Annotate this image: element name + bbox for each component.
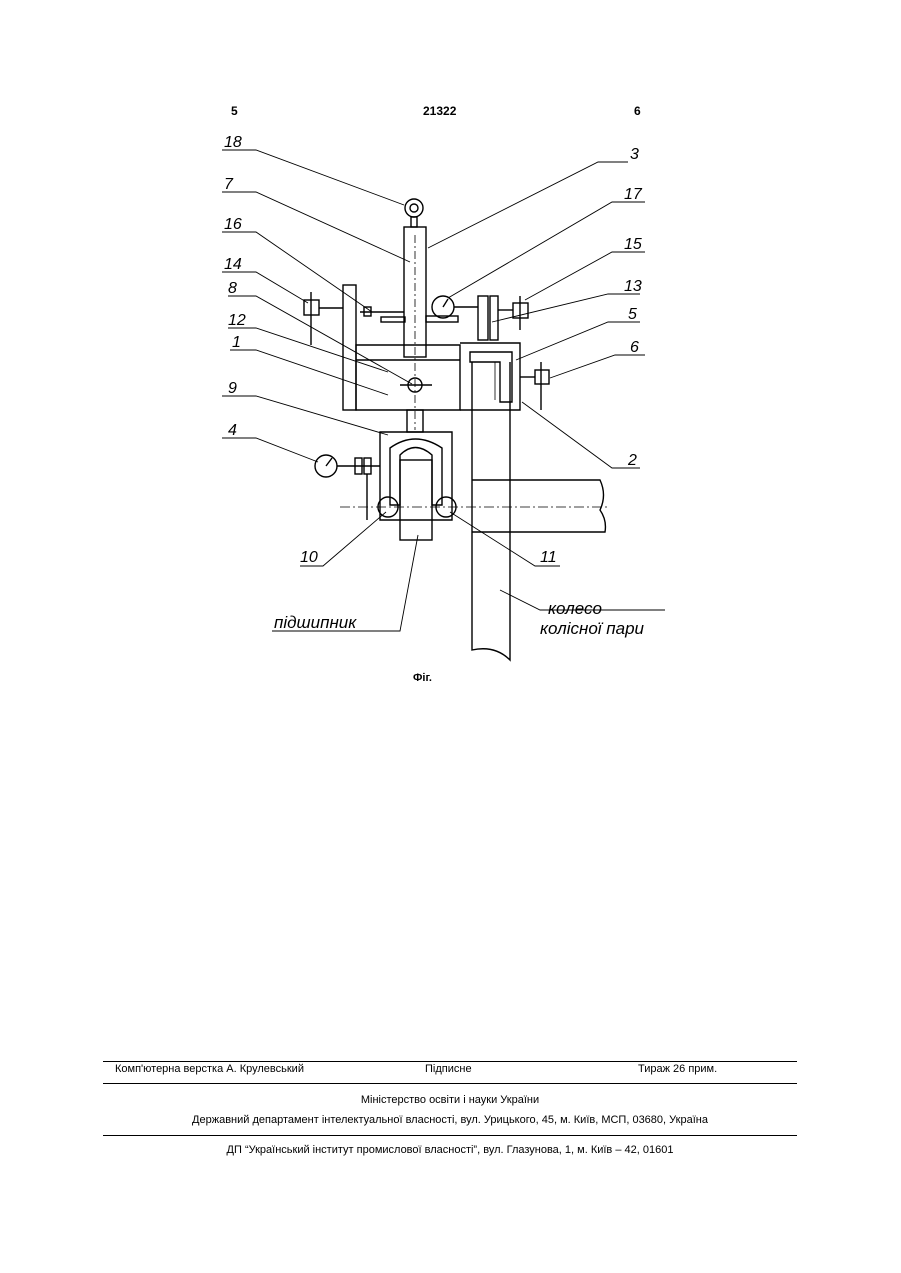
bracket-13 (478, 296, 488, 340)
publisher-line: ДП “Український інститут промислової вла… (103, 1144, 797, 1156)
label-16: 16 (224, 216, 242, 233)
label-4: 4 (228, 422, 237, 439)
axle (472, 480, 605, 532)
label-11: 11 (540, 549, 557, 566)
label-12: 12 (228, 312, 246, 329)
label-9: 9 (228, 380, 237, 397)
label-3: 3 (630, 146, 639, 163)
bearing-block (400, 460, 432, 540)
label-15: 15 (624, 236, 642, 253)
ministry-line: Міністерство освіти і науки України (103, 1094, 797, 1106)
label-8: 8 (228, 280, 237, 297)
footer-rule-mid (103, 1083, 797, 1084)
label-2: 2 (627, 452, 637, 469)
label-13: 13 (624, 278, 642, 295)
label-17: 17 (624, 186, 643, 203)
label-7: 7 (224, 176, 234, 193)
eye-bolt-shank (411, 217, 417, 227)
left-post (343, 285, 356, 410)
signed-note: Підписне (425, 1063, 472, 1075)
wheel-frame (460, 343, 520, 410)
label-1: 1 (232, 334, 241, 351)
department-line: Державний департамент інтелектуальної вл… (103, 1114, 797, 1126)
label-10: 10 (300, 549, 318, 566)
base-plate (356, 345, 460, 410)
bracket-16 (381, 317, 405, 322)
label-bearing: підшипник (274, 613, 357, 632)
label-wheel-line2: колісної пари (540, 619, 645, 638)
indicator-bracket (426, 316, 458, 322)
label-18: 18 (224, 134, 242, 151)
footer-rule-bottom (103, 1135, 797, 1136)
label-5: 5 (628, 306, 637, 323)
label-wheel-line1: колесо (548, 599, 602, 618)
label-14: 14 (224, 256, 242, 273)
label-6: 6 (630, 339, 639, 356)
wheel (472, 362, 510, 660)
eye-bolt-hole (410, 204, 418, 212)
clamp-6 (535, 370, 549, 384)
technical-drawing: 18 3 7 17 16 15 14 13 8 5 12 6 1 9 2 4 1… (0, 0, 901, 700)
layout-credit: Комп'ютерна верстка А. Крулевський (115, 1063, 304, 1075)
circulation: Тираж 26 прим. (638, 1063, 717, 1075)
figure-caption: Фіг. (413, 672, 432, 684)
footer-rule-top (103, 1061, 797, 1062)
eye-bolt (405, 199, 423, 217)
